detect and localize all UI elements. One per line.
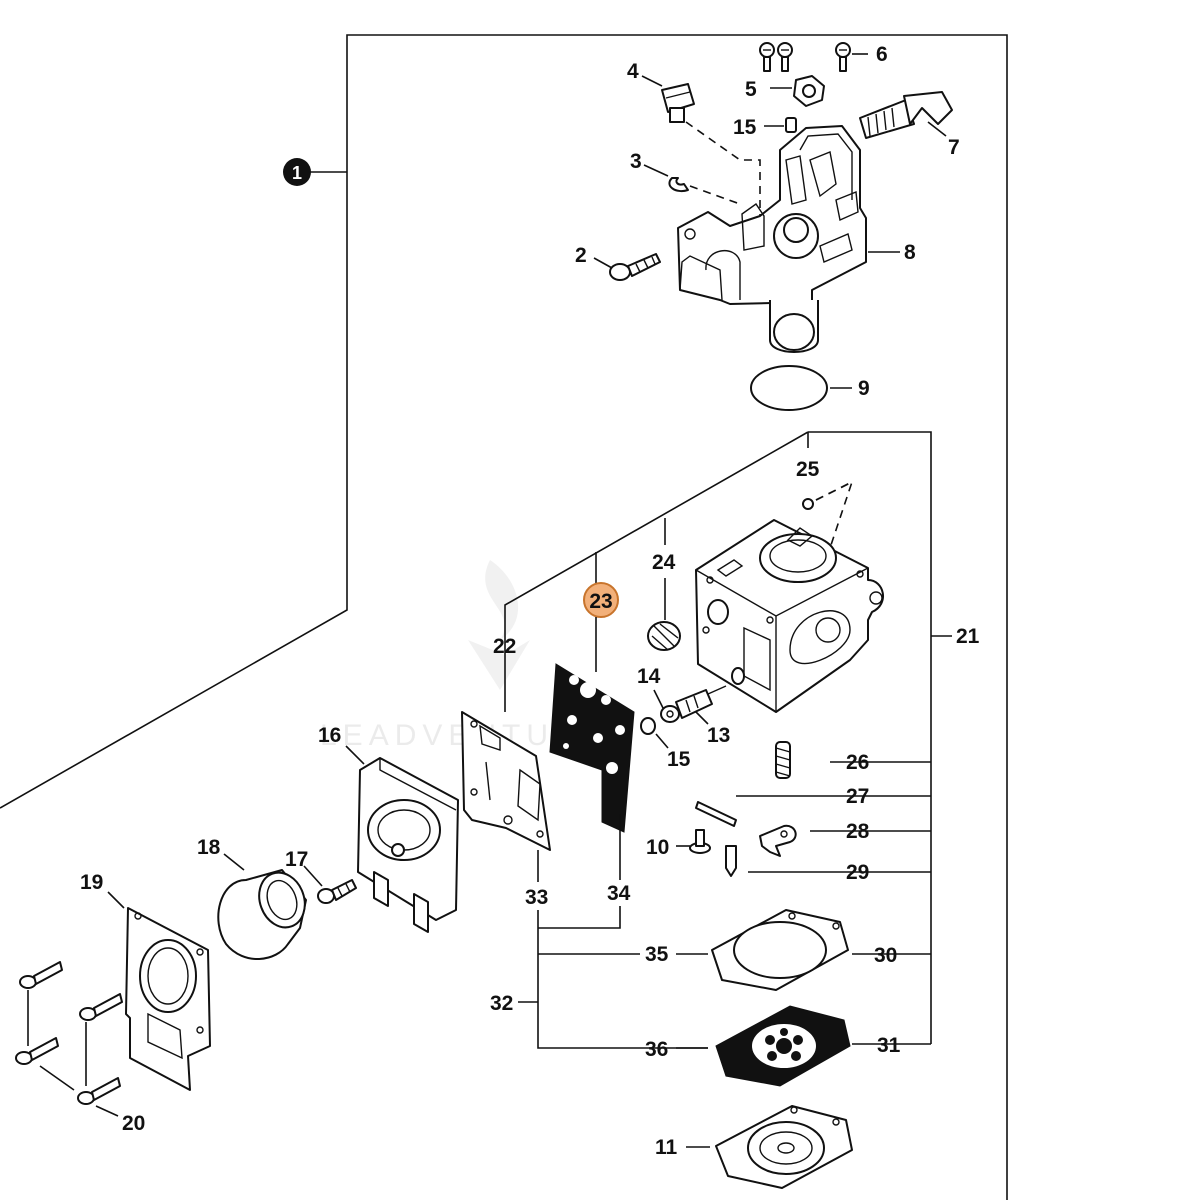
- callout-20[interactable]: 20: [122, 1112, 145, 1135]
- part-18-primer-bulb[interactable]: [217, 866, 312, 960]
- callout-21[interactable]: 21: [956, 625, 980, 648]
- part-20-screws[interactable]: [15, 961, 123, 1105]
- callout-31[interactable]: 31: [877, 1034, 901, 1057]
- callout-36[interactable]: 36: [645, 1038, 668, 1061]
- callout-19[interactable]: 19: [80, 871, 103, 894]
- left-leader-tree: [518, 814, 708, 1049]
- part-31-diaphragm[interactable]: [715, 1005, 851, 1087]
- part-13-needle[interactable]: [675, 685, 727, 719]
- part-27-pin[interactable]: [695, 801, 737, 827]
- part-20-leaders: [27, 990, 119, 1117]
- callout-28[interactable]: 28: [846, 820, 870, 843]
- svg-text:23: 23: [589, 590, 612, 613]
- part-4-idle-screw[interactable]: [661, 83, 695, 123]
- callout-5[interactable]: 5: [745, 78, 757, 101]
- callout-34[interactable]: 34: [607, 882, 631, 905]
- assembly-marker-1[interactable]: 1: [283, 158, 311, 186]
- callout-16[interactable]: 16: [318, 724, 341, 747]
- callout-7[interactable]: 7: [948, 136, 960, 159]
- highlighted-part-23[interactable]: 23: [583, 582, 619, 618]
- part-14-spring[interactable]: [660, 705, 680, 723]
- part-22-gasket[interactable]: [461, 711, 551, 851]
- callout-22[interactable]: 22: [493, 635, 516, 658]
- callout-27[interactable]: 27: [846, 785, 869, 808]
- part-5-nut[interactable]: [793, 75, 825, 107]
- part-10-screw[interactable]: [689, 829, 711, 854]
- part-23-gasket[interactable]: [549, 663, 635, 833]
- part-26-spring[interactable]: [775, 741, 791, 779]
- part-8-throttle-housing[interactable]: [677, 125, 867, 353]
- callout-13[interactable]: 13: [707, 724, 730, 747]
- callout-29[interactable]: 29: [846, 861, 869, 884]
- part-29-inlet-needle[interactable]: [725, 845, 737, 877]
- callout-2[interactable]: 2: [575, 244, 587, 267]
- part-15-jet-top[interactable]: [785, 117, 797, 133]
- callout-4[interactable]: 4: [627, 60, 639, 83]
- part-2-screw[interactable]: [609, 253, 661, 281]
- part-25-ball[interactable]: [802, 498, 814, 510]
- part-6-screws[interactable]: [759, 42, 851, 72]
- callout-32[interactable]: 32: [490, 992, 513, 1015]
- callout-33[interactable]: 33: [525, 886, 548, 909]
- callout-25[interactable]: 25: [796, 458, 820, 481]
- callout-6[interactable]: 6: [876, 43, 888, 66]
- callout-8[interactable]: 8: [904, 241, 916, 264]
- callout-9[interactable]: 9: [858, 377, 870, 400]
- part-24-screen[interactable]: [647, 621, 681, 651]
- callout-24[interactable]: 24: [652, 551, 676, 574]
- callout-35[interactable]: 35: [645, 943, 669, 966]
- right-leader-tree: [504, 431, 952, 1045]
- callout-14[interactable]: 14: [637, 665, 661, 688]
- part-3-clip[interactable]: [668, 177, 689, 192]
- callout-15-top[interactable]: 15: [733, 116, 757, 139]
- part-21-carburetor-body[interactable]: [695, 519, 884, 713]
- callout-3[interactable]: 3: [630, 150, 642, 173]
- callout-18[interactable]: 18: [197, 836, 221, 859]
- part-11-cover[interactable]: [715, 1105, 853, 1189]
- part-16-pump-cover[interactable]: [357, 757, 459, 933]
- callout-10[interactable]: 10: [646, 836, 669, 859]
- part-19-flange[interactable]: [125, 907, 211, 1091]
- callout-15-mid[interactable]: 15: [667, 748, 691, 771]
- callout-17[interactable]: 17: [285, 848, 308, 871]
- part-9-o-ring[interactable]: [750, 365, 828, 411]
- callout-11[interactable]: 11: [655, 1136, 678, 1159]
- part-28-lever[interactable]: [759, 824, 797, 857]
- part-30-gasket[interactable]: [711, 909, 849, 991]
- assembly-boundary: [0, 34, 1008, 1200]
- svg-text:1: 1: [292, 163, 302, 183]
- part-7-fitting[interactable]: [859, 91, 953, 139]
- callout-26[interactable]: 26: [846, 751, 869, 774]
- callout-30[interactable]: 30: [874, 944, 897, 967]
- part-15-ring[interactable]: [640, 717, 656, 735]
- part-17-screw[interactable]: [317, 879, 357, 904]
